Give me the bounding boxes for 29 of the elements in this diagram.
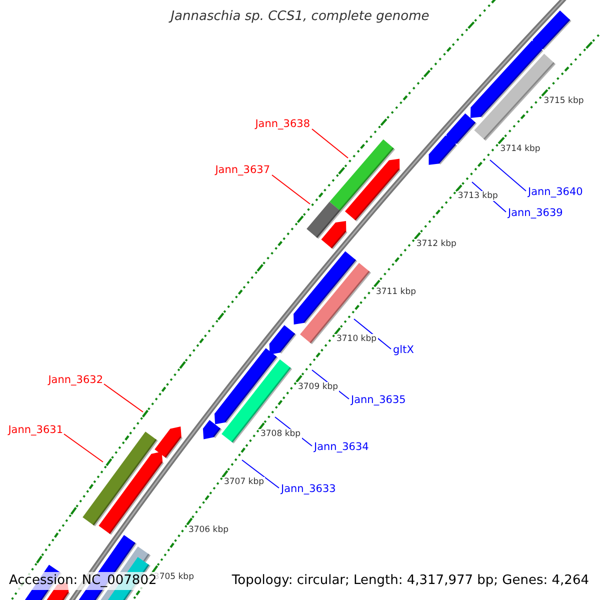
- gene-label: Jann_3634: [314, 441, 369, 453]
- gene-label: Jann_3639: [508, 207, 563, 219]
- position-label: 3715 kbp: [542, 96, 585, 106]
- gene-label: Jann_3638: [255, 118, 310, 130]
- gene-label: Jann_3635: [351, 394, 406, 406]
- gene-label: Jann_3633: [281, 483, 336, 495]
- leader-line: [490, 160, 526, 192]
- position-label: 3706 kbp: [187, 524, 230, 535]
- position-label: 3713 kbp: [456, 191, 499, 202]
- position-label: 3711 kbp: [374, 286, 417, 297]
- position-label: 3709 kbp: [296, 382, 340, 392]
- gene-label: Jann_3637: [215, 164, 270, 176]
- gene-label: Jann_3640: [528, 186, 583, 198]
- leader-line: [242, 460, 280, 488]
- leader-line: [272, 174, 310, 204]
- gene-label: Jann_3632: [48, 374, 103, 386]
- position-label: 3712 kbp: [415, 238, 458, 249]
- genome-summary-label: Topology: circular; Length: 4,317,977 bp; Genes: 4,264: [230, 572, 590, 590]
- map-title: Jannaschia sp. CCS1, complete genome: [168, 9, 430, 24]
- leader-line: [64, 434, 104, 462]
- gene-label: gltX: [393, 344, 414, 356]
- leader-line: [104, 384, 144, 412]
- leader-line: [312, 128, 348, 158]
- position-label: 3708 kbp: [259, 429, 302, 440]
- leader-line: [354, 318, 392, 350]
- position-label: 3710 kbp: [335, 334, 378, 344]
- position-label: 3714 kbp: [499, 144, 542, 154]
- gene-label: Jann_3631: [8, 424, 63, 436]
- position-label: 3707 kbp: [222, 476, 266, 487]
